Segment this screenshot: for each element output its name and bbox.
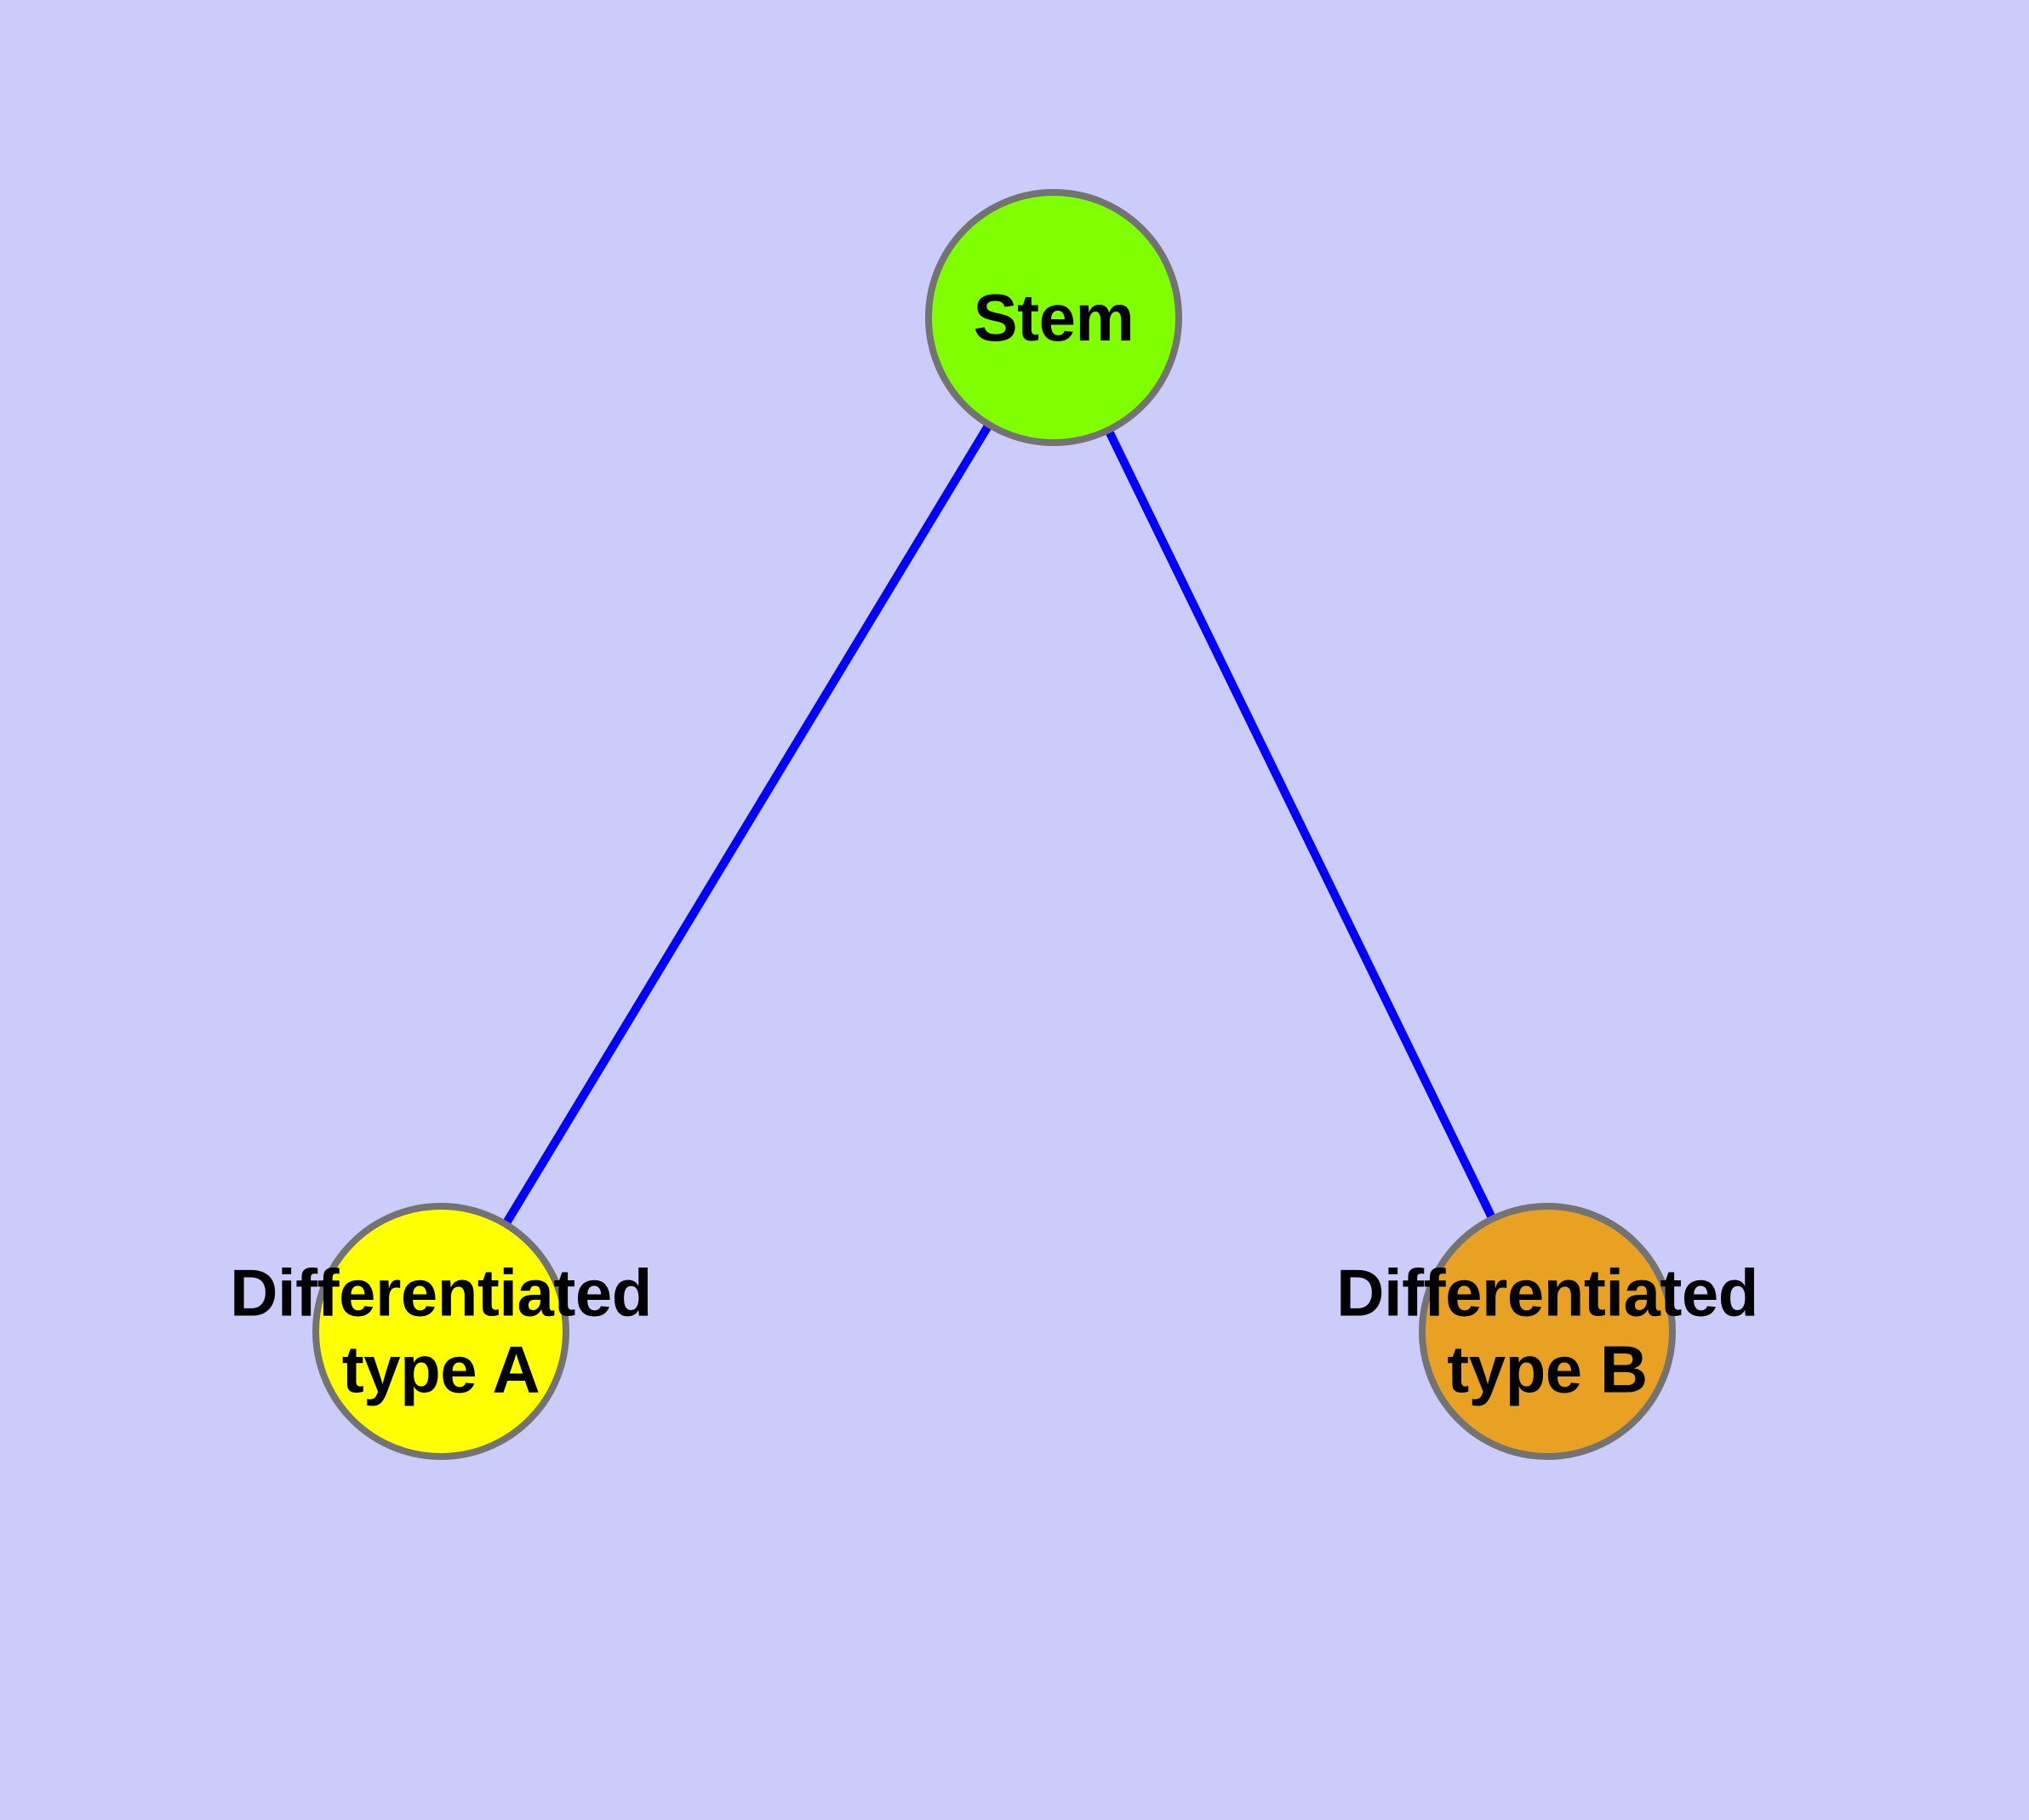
edge-stem-to-differentiated-a[interactable] xyxy=(437,315,1058,1334)
node-layer xyxy=(312,189,1676,1460)
edge-stem-to-differentiated-b[interactable] xyxy=(1049,315,1552,1334)
node-differentiated-a-circle[interactable] xyxy=(312,1203,569,1460)
node-differentiated-b-circle[interactable] xyxy=(1419,1203,1676,1460)
node-stem-circle[interactable] xyxy=(925,189,1182,446)
edge-layer xyxy=(437,315,1552,1334)
